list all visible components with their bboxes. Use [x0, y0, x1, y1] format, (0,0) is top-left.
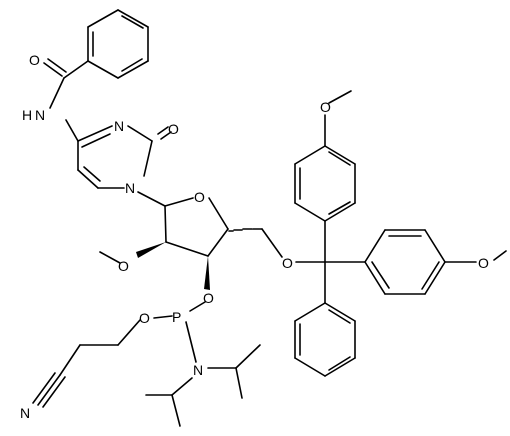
label-o-amide: O	[29, 52, 40, 68]
bottom-phenyl-ring	[294, 302, 356, 377]
cyanoethyl-chain	[32, 315, 173, 408]
top-anisyl-ring	[294, 90, 356, 222]
atom-labels: O N H N O N O O O O O O P O N N	[20, 52, 489, 421]
label-n-amide: N	[35, 107, 45, 123]
label-n1-ring: N	[125, 180, 135, 196]
trityl-center	[295, 220, 366, 304]
amide-group	[43, 58, 89, 109]
right-anisyl-ring	[364, 229, 507, 295]
methoxy-2-prime	[99, 242, 166, 264]
label-n-amine: N	[193, 362, 203, 378]
label-o-methoxy-right: O	[478, 255, 489, 271]
label-nitrile-n: N	[20, 405, 30, 421]
cytosine-ring	[65, 119, 172, 189]
label-o-c2: O	[168, 121, 179, 137]
label-o-cyanoethyl: O	[139, 310, 150, 326]
label-o-phosphite-3: O	[203, 290, 214, 306]
five-prime-ch2	[228, 228, 283, 258]
diisopropylamino	[145, 321, 261, 427]
label-n3-ring: N	[114, 118, 124, 134]
label-o-ring: O	[194, 189, 205, 205]
label-o-ether-5: O	[282, 255, 293, 271]
phosphite-linkage	[189, 256, 210, 312]
ribose-ring	[137, 191, 229, 257]
benzoyl-phenyl-ring	[87, 9, 149, 79]
label-o-methoxy-2: O	[118, 258, 129, 274]
label-o-methoxy-top: O	[320, 99, 331, 115]
label-p: P	[172, 309, 181, 325]
label-h-amide: H	[22, 107, 32, 123]
